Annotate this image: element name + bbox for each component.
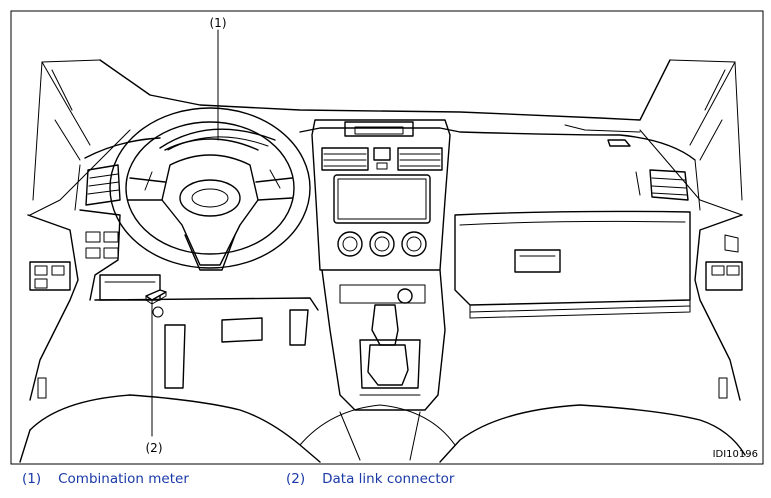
legend-text: Combination meter bbox=[58, 471, 189, 487]
legend-text: Data link connector bbox=[322, 471, 455, 487]
figure-frame bbox=[10, 10, 764, 465]
data-link-connector bbox=[145, 289, 167, 305]
right-air-vent bbox=[635, 169, 689, 201]
legend-item-data-link-connector: (2) Data link connector bbox=[286, 471, 454, 487]
steering-wheel bbox=[109, 107, 311, 271]
right-door-panel bbox=[694, 214, 743, 401]
legend-number: (2) bbox=[286, 471, 306, 487]
left-door-panel bbox=[27, 214, 79, 401]
callout-2: (2) bbox=[146, 441, 163, 455]
legend-item-combination-meter: (1) Combination meter bbox=[22, 471, 189, 487]
driver-lower-dash bbox=[79, 209, 319, 311]
legend: (1) Combination meter (2) Data link connec… bbox=[0, 471, 771, 491]
figure-id: IDI10196 bbox=[713, 449, 758, 460]
left-air-vent bbox=[85, 164, 121, 206]
center-console bbox=[321, 269, 446, 411]
combination-meter bbox=[144, 128, 281, 191]
legend-number: (1) bbox=[22, 471, 42, 487]
glove-box bbox=[454, 210, 691, 319]
seats bbox=[19, 394, 746, 463]
dashboard-top bbox=[74, 124, 701, 211]
callout-1: (1) bbox=[210, 16, 227, 30]
pedals bbox=[152, 306, 309, 389]
windshield-frame bbox=[29, 59, 743, 216]
center-stack bbox=[311, 119, 451, 271]
